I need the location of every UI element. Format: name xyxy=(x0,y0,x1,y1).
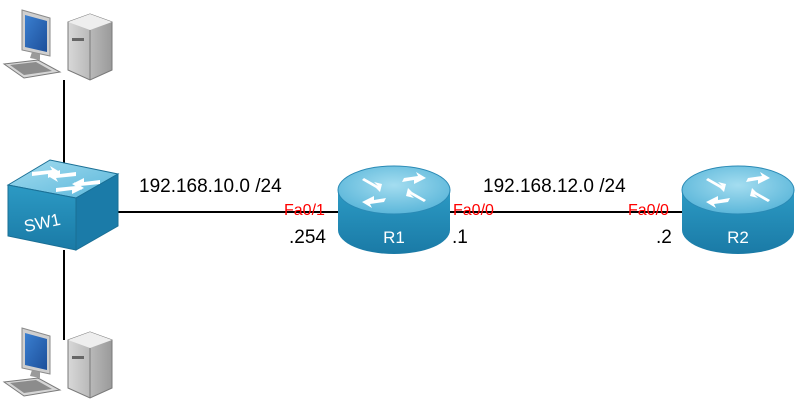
ip-label-r1-254: .254 xyxy=(289,227,326,248)
ip-label-r1-1: .1 xyxy=(452,227,468,248)
desktop-computer-icon[interactable] xyxy=(2,9,113,81)
interface-label-r2-fa0-0: Fa0/0 xyxy=(628,202,669,219)
router1-label: R1 xyxy=(383,228,405,247)
ip-label-r2-2: .2 xyxy=(656,227,672,248)
interface-label-r1-fa0-1: Fa0/1 xyxy=(284,202,325,219)
desktop-computer-icon[interactable] xyxy=(2,327,113,399)
interface-label-r1-fa0-0: Fa0/0 xyxy=(453,202,494,219)
network-label-r1-r2: 192.168.12.0 /24 xyxy=(483,176,626,197)
switch-icon[interactable]: SW1 xyxy=(6,159,120,251)
router2-label: R2 xyxy=(727,228,749,247)
network-label-sw1-r1: 192.168.10.0 /24 xyxy=(139,176,282,197)
router-icon[interactable]: R1 xyxy=(337,165,451,254)
router-icon[interactable]: R2 xyxy=(681,165,795,254)
